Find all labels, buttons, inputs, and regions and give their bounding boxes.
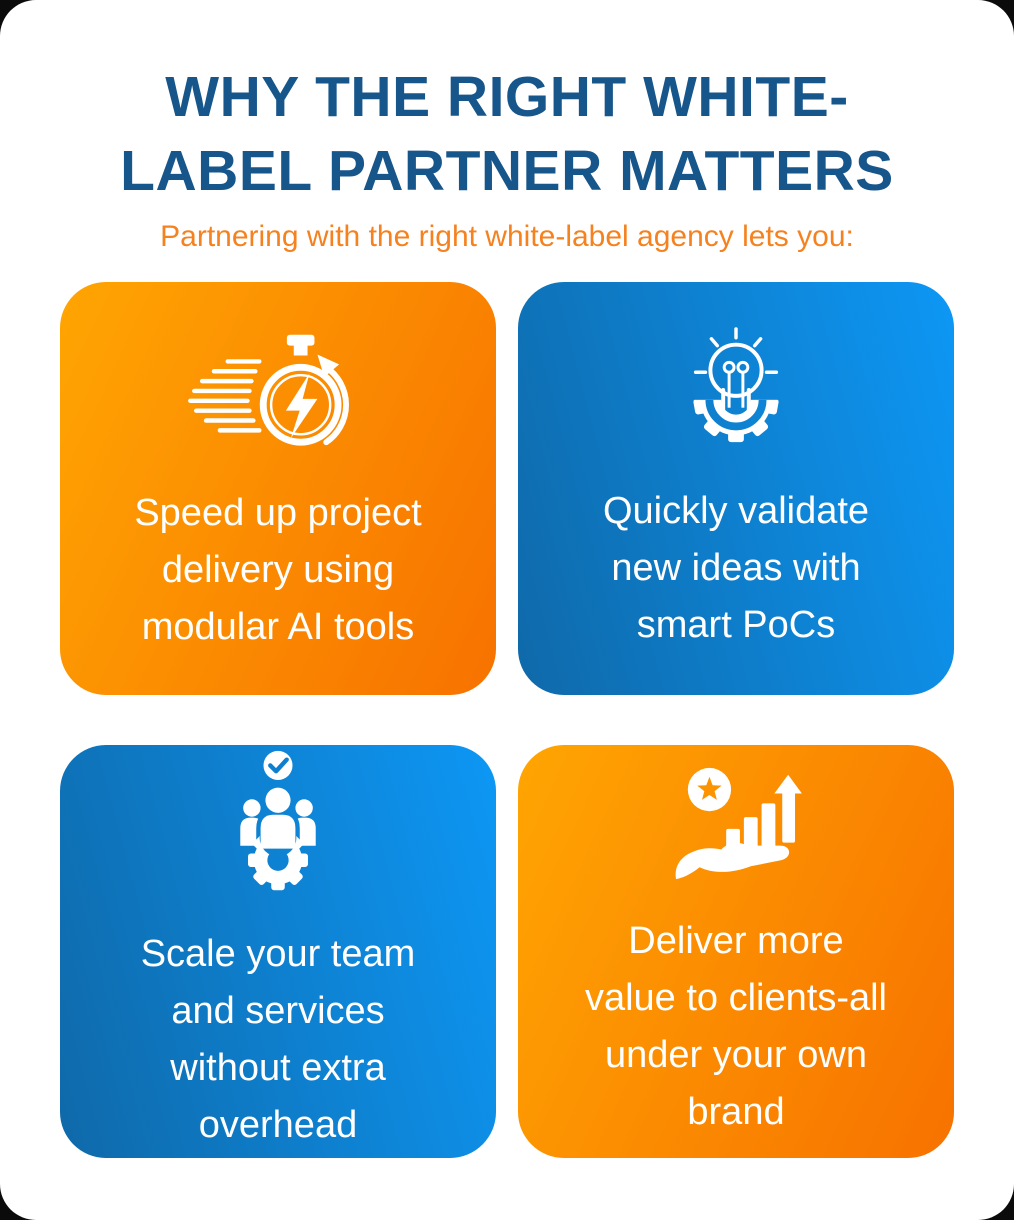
cards-grid: Speed up project delivery using modular … <box>0 282 1014 1159</box>
card-text: Scale your team and services without ext… <box>140 933 416 1147</box>
page-title: WHY THE RIGHT WHITE- LABEL PARTNER MATTE… <box>120 65 894 204</box>
card-speed-up-delivery: Speed up project delivery using modular … <box>60 282 496 696</box>
header: WHY THE RIGHT WHITE- LABEL PARTNER MATTE… <box>0 60 1014 254</box>
page-subtitle: Partnering with the right white-label ag… <box>160 220 854 254</box>
card-text: Deliver more value to clients-all under … <box>584 919 888 1133</box>
team-gear-icon <box>240 751 316 891</box>
speed-stopwatch-icon <box>188 334 350 446</box>
card-validate-ideas: Quickly validate new ideas with smart Po… <box>518 282 954 696</box>
card-text: Quickly validate new ideas with smart Po… <box>602 490 870 647</box>
card-deliver-value: Deliver more value to clients-all under … <box>518 745 954 1159</box>
card-text: Speed up project delivery using modular … <box>134 491 422 648</box>
card-scale-team: Scale your team and services without ext… <box>60 745 496 1159</box>
growth-hand-icon <box>675 767 802 879</box>
bulb-gear-icon <box>693 327 779 443</box>
